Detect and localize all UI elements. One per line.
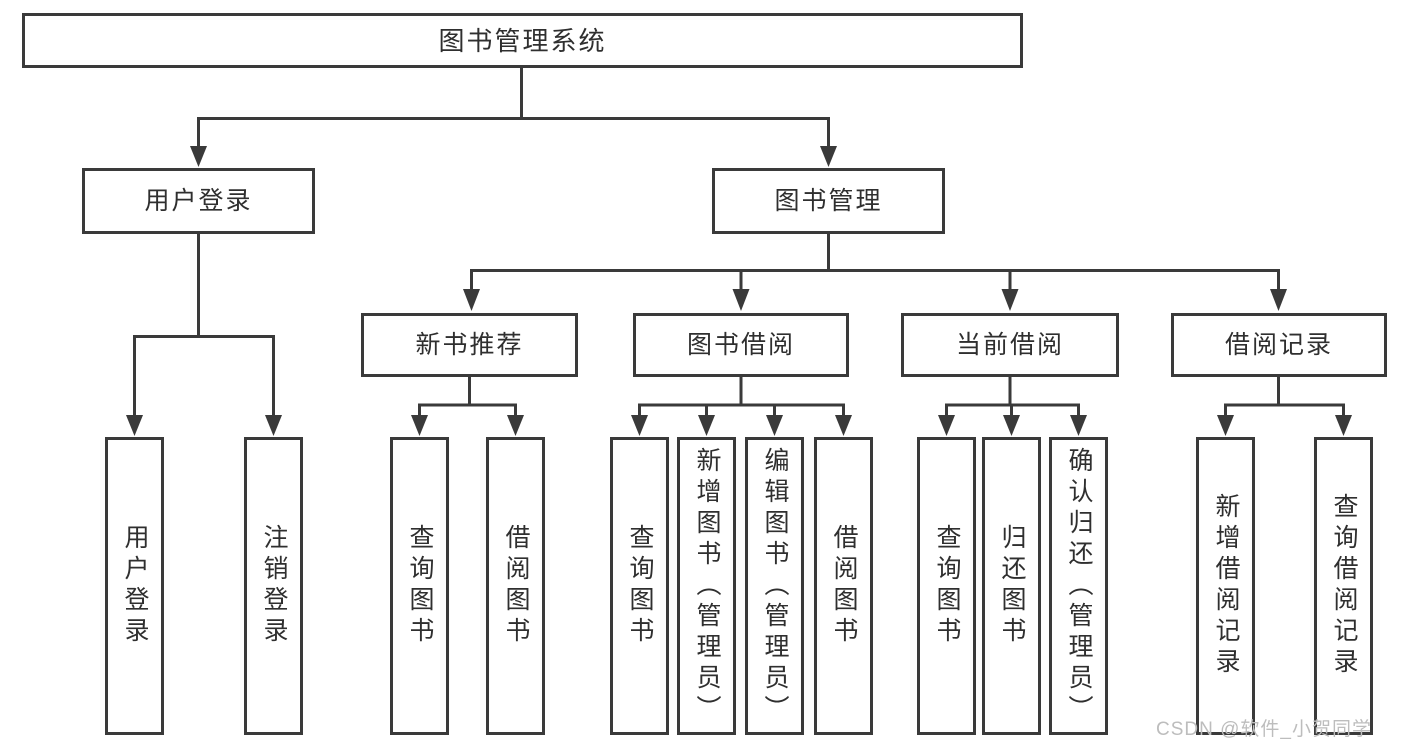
arrowhead (190, 146, 207, 167)
node-new-book-recommend: 新书推荐 (361, 313, 578, 377)
node-query-books-borrow: 查询图书 (610, 437, 669, 735)
connector-book-borrowing-to-leaves (631, 377, 852, 436)
node-book-borrowing: 图书借阅 (633, 313, 849, 377)
connector-borrowing-records-to-leaves (1217, 377, 1352, 436)
arrowhead (1335, 415, 1352, 436)
arrowhead (766, 415, 783, 436)
arrowhead (126, 415, 143, 436)
arrowhead (938, 415, 955, 436)
node-current-borrowing: 当前借阅 (901, 313, 1119, 377)
node-user-login: 用户登录 (82, 168, 315, 234)
connector-user-login-to-leaves (126, 234, 282, 436)
arrowhead (732, 289, 750, 311)
node-user-login-action: 用户登录 (105, 437, 164, 735)
node-book-management: 图书管理 (712, 168, 945, 234)
arrowhead (698, 415, 715, 436)
node-edit-books-admin: 编辑图书（管理员） (745, 437, 804, 735)
node-confirm-return-admin: 确认归还（管理员） (1049, 437, 1108, 735)
connector-current-borrowing-to-leaves (938, 377, 1087, 436)
arrowhead (1003, 415, 1020, 436)
arrowhead (820, 146, 837, 167)
node-add-borrow-record: 新增借阅记录 (1196, 437, 1255, 735)
arrowhead (1217, 415, 1234, 436)
node-borrow-books-recommend: 借阅图书 (486, 437, 545, 735)
node-library-system: 图书管理系统 (22, 13, 1023, 68)
arrowhead (507, 415, 524, 436)
node-query-books-recommend: 查询图书 (390, 437, 449, 735)
node-return-books: 归还图书 (982, 437, 1041, 735)
node-query-books-current: 查询图书 (917, 437, 976, 735)
node-borrow-books: 借阅图书 (814, 437, 873, 735)
arrowhead (1001, 289, 1019, 311)
connector-book-management-to-level3 (463, 234, 1287, 311)
arrowhead (265, 415, 282, 436)
arrowhead (463, 289, 480, 311)
arrowhead (1270, 289, 1287, 311)
watermark: CSDN @软件_小贺同学 (1156, 719, 1372, 740)
connector-root-to-level2 (190, 68, 837, 167)
node-add-books-admin: 新增图书（管理员） (677, 437, 736, 735)
arrowhead (835, 415, 852, 436)
arrowhead (1070, 415, 1087, 436)
arrowhead (411, 415, 428, 436)
node-logout-action: 注销登录 (244, 437, 303, 735)
node-borrowing-records: 借阅记录 (1171, 313, 1387, 377)
connector-new-book-to-leaves (411, 377, 524, 436)
node-query-borrow-record: 查询借阅记录 (1314, 437, 1373, 735)
arrowhead (631, 415, 648, 436)
